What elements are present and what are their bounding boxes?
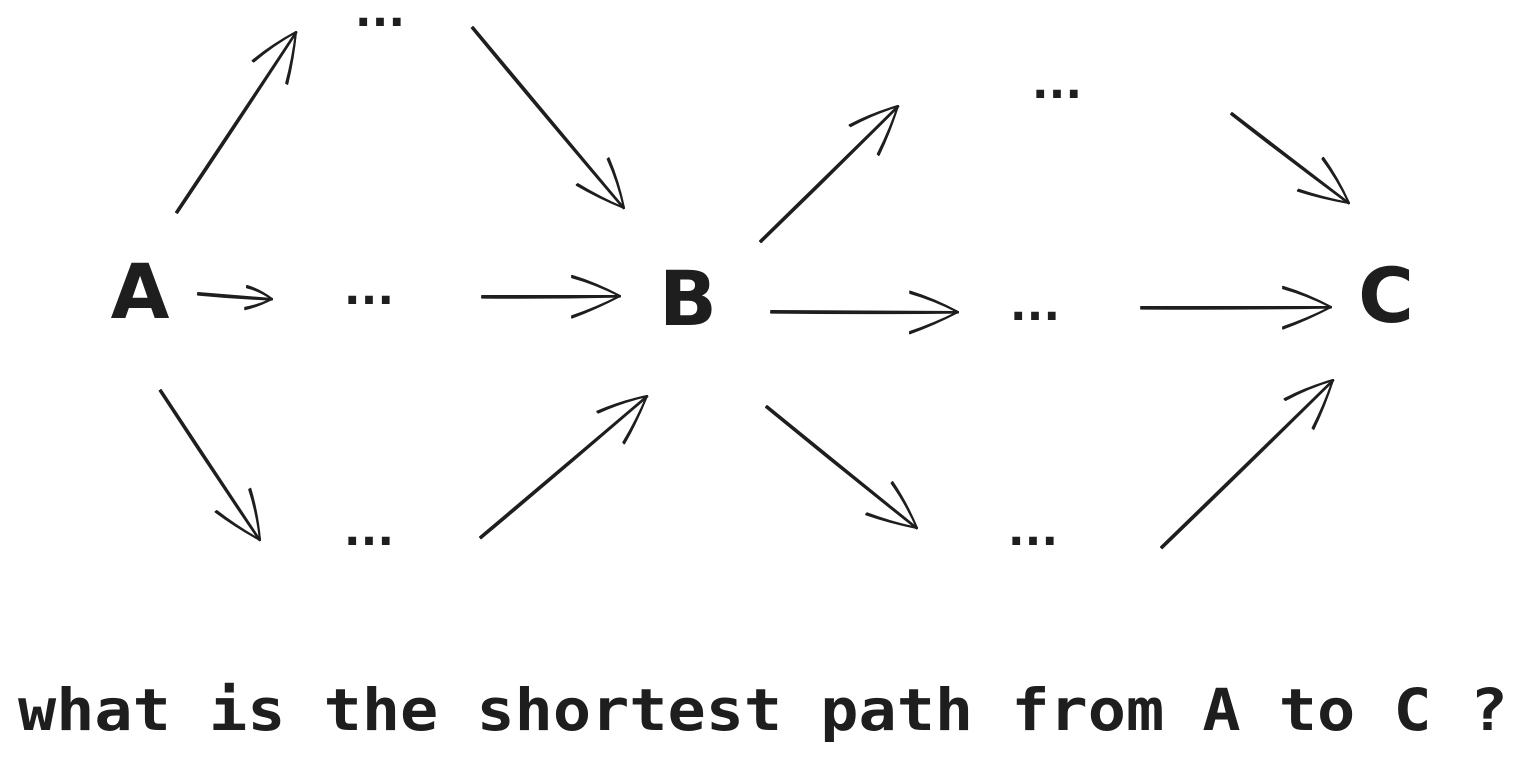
arrow-head: [286, 31, 297, 85]
arrow-head: [865, 513, 918, 529]
arrow-shaft: [764, 406, 918, 530]
edge-arrow: [470, 26, 625, 210]
arrow-shaft: [160, 389, 261, 541]
edge-arrow: [481, 274, 621, 319]
arrow-shaft: [481, 295, 621, 299]
node-lower-left: ...: [344, 505, 394, 556]
question-caption: what is the shortest path from A to C ?: [18, 676, 1508, 744]
node-middle-left: ...: [344, 264, 394, 315]
edge-arrow: [175, 31, 298, 214]
arrow-shaft: [479, 395, 648, 538]
arrow-head: [248, 488, 261, 541]
arrow-shaft: [1231, 112, 1350, 204]
node-a: A: [111, 247, 170, 336]
arrow-head: [909, 291, 959, 313]
arrow-head: [849, 105, 899, 128]
edge-arrow: [764, 405, 918, 530]
arrow-shaft: [1160, 379, 1334, 548]
node-upper-left: ...: [355, 0, 405, 37]
edge-arrow: [196, 285, 273, 311]
arrow-shaft: [175, 31, 297, 213]
arrow-shaft: [472, 26, 625, 209]
arrow-shaft: [770, 310, 959, 313]
arrow-shaft: [480, 395, 649, 540]
arrow-head: [571, 276, 621, 297]
edge-arrow: [759, 105, 900, 244]
arrow-head: [571, 295, 621, 319]
edge-arrow: [479, 395, 649, 540]
arrow-head: [1321, 157, 1350, 204]
edge-arrows: [158, 26, 1350, 550]
node-c: C: [1358, 251, 1414, 340]
arrow-head: [597, 395, 648, 414]
arrow-shaft: [470, 27, 625, 210]
arrow-shaft: [766, 405, 918, 529]
edge-arrow: [1140, 285, 1332, 330]
edge-arrow: [769, 290, 959, 335]
arrow-shaft: [196, 293, 273, 301]
node-middle-right: ...: [1010, 280, 1060, 331]
arrow-head: [1284, 379, 1334, 401]
arrow-head: [908, 311, 959, 335]
arrow-shaft: [1230, 113, 1350, 205]
arrow-head: [1282, 306, 1332, 330]
arrow-shaft: [1140, 306, 1332, 310]
arrow-head: [890, 482, 918, 529]
arrow-head: [214, 510, 261, 541]
node-lower-right: ...: [1008, 505, 1058, 556]
arrow-head: [252, 31, 297, 63]
arrow-head: [1312, 379, 1334, 430]
arrow-head: [606, 158, 625, 209]
arrow-head: [1282, 287, 1332, 308]
arrow-head: [623, 395, 648, 445]
edge-arrow: [1160, 379, 1335, 550]
arrow-head: [245, 286, 273, 300]
node-upper-right: ...: [1032, 58, 1082, 109]
arrow-shaft: [760, 105, 900, 244]
arrow-shaft: [1161, 379, 1335, 550]
edge-arrow: [1230, 112, 1350, 205]
arrow-shaft: [176, 31, 298, 214]
arrow-shaft: [769, 311, 959, 315]
arrow-shaft: [158, 389, 261, 542]
edge-arrow: [158, 389, 261, 542]
arrow-head: [575, 183, 625, 209]
arrow-shaft: [759, 105, 899, 242]
arrow-head: [877, 105, 899, 156]
node-b: B: [659, 254, 717, 343]
arrow-head: [244, 298, 273, 311]
arrow-head: [1296, 189, 1350, 204]
